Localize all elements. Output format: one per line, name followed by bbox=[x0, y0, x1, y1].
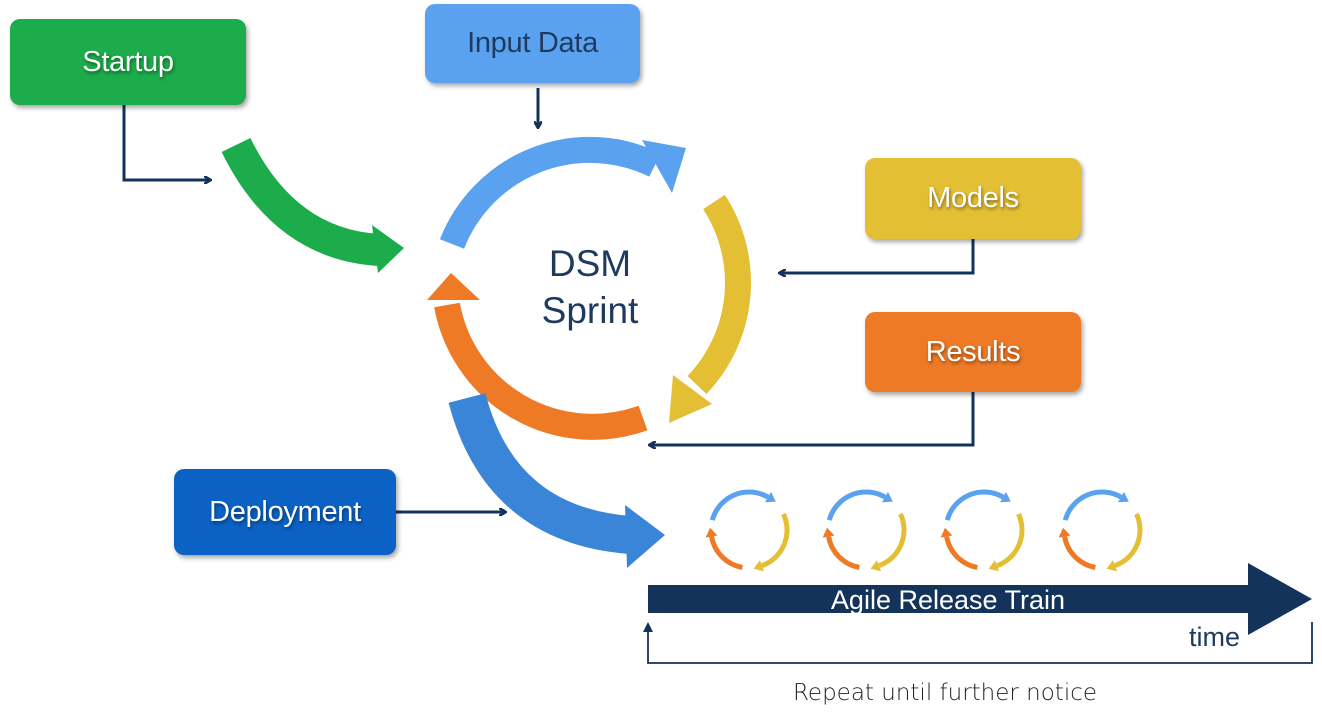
results-label: Results bbox=[925, 335, 1021, 368]
mini-cycle-arc bbox=[996, 512, 1025, 569]
mini-cycle-arrowhead bbox=[1000, 491, 1011, 503]
mini-cycle-arrowhead bbox=[1106, 560, 1118, 572]
startup-connector bbox=[122, 105, 210, 180]
dsm-sprint-label: DSM Sprint bbox=[520, 240, 660, 334]
release-train-arrow bbox=[648, 563, 1312, 635]
dsm-sprint-line1: DSM bbox=[548, 243, 632, 284]
results-box: Results bbox=[865, 312, 1081, 392]
cycle-arc-blue bbox=[439, 136, 661, 249]
deployment-arrow-head bbox=[625, 505, 665, 568]
models-label: Models bbox=[927, 182, 1019, 214]
startup-label: Startup bbox=[82, 45, 174, 78]
mini-cycle-arrowhead bbox=[988, 560, 1000, 572]
dsm-sprint-line2: Sprint bbox=[541, 290, 639, 331]
deployment-box: Deployment bbox=[174, 469, 396, 555]
mini-cycle-arrowhead bbox=[822, 527, 835, 538]
repeat-label: Repeat until further notice bbox=[792, 680, 1098, 706]
mini-cycle-arc bbox=[761, 512, 790, 569]
cycle-arc-orange bbox=[434, 302, 648, 440]
mini-cycle-arc bbox=[826, 489, 887, 521]
cycle-arrowhead-yellow bbox=[669, 375, 712, 423]
mini-cycle-arc bbox=[1114, 512, 1143, 569]
startup-arrow-head bbox=[372, 225, 404, 273]
cycle-arc-yellow bbox=[687, 194, 751, 394]
mini-cycle-arc bbox=[944, 536, 978, 570]
cycle-arrowhead-blue bbox=[642, 140, 686, 193]
cycle-arrowhead-orange bbox=[427, 273, 480, 300]
startup-box: Startup bbox=[10, 19, 246, 105]
repeat-bracket bbox=[647, 622, 1313, 664]
mini-cycle-arrowhead bbox=[765, 491, 776, 503]
deployment-arrow bbox=[448, 392, 632, 554]
models-box: Models bbox=[865, 158, 1081, 239]
release-train-label: Agile Release Train bbox=[830, 585, 1066, 615]
mini-cycle-arc bbox=[826, 536, 860, 570]
repeat-bracket-head bbox=[643, 622, 653, 632]
input-data-box: Input Data bbox=[425, 4, 640, 83]
mini-cycle-arrowhead bbox=[940, 527, 953, 538]
mini-cycle-arc bbox=[1062, 489, 1123, 521]
mini-cycle-arrowhead bbox=[1058, 527, 1071, 538]
mini-cycle-arrowhead bbox=[705, 527, 718, 538]
mini-cycle-arrowhead bbox=[882, 491, 893, 503]
deployment-label: Deployment bbox=[209, 495, 361, 528]
mini-cycle-arrowhead bbox=[753, 560, 765, 572]
mini-cycle-arc bbox=[1062, 536, 1096, 570]
mini-cycle-arc bbox=[709, 536, 743, 570]
startup-arrow bbox=[221, 137, 382, 266]
time-label: time bbox=[1189, 622, 1241, 652]
mini-cycle-arc bbox=[709, 489, 770, 521]
sprint-cycle bbox=[427, 136, 751, 440]
models-connector bbox=[780, 239, 975, 273]
mini-cycle-arc bbox=[878, 512, 907, 569]
mini-cycle-arrowhead bbox=[870, 560, 882, 572]
results-connector bbox=[650, 392, 975, 445]
mini-cycle-arrowhead bbox=[1118, 491, 1129, 503]
mini-cycles bbox=[705, 489, 1143, 572]
input-data-label: Input Data bbox=[467, 27, 598, 59]
mini-cycle-arc bbox=[944, 489, 1005, 521]
